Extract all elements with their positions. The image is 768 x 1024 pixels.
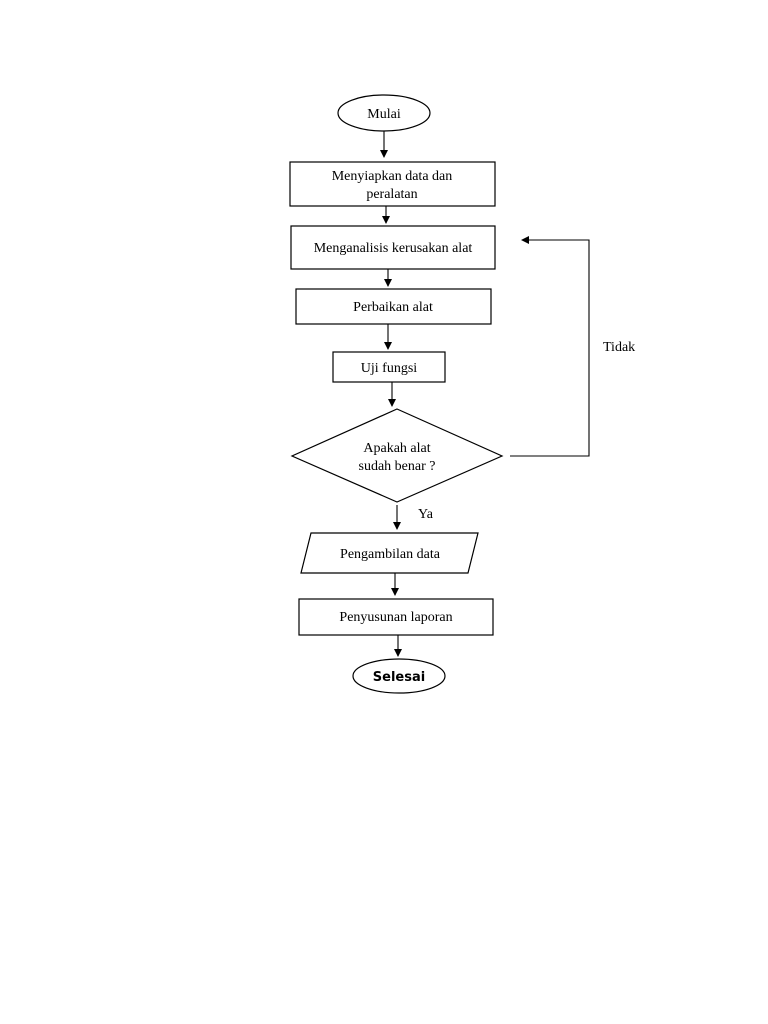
step-analyze-damage: Menganalisis kerusakan alat [290, 225, 496, 270]
yes-label: Ya [418, 507, 434, 522]
end-label: Selesai [373, 670, 425, 685]
step-data-collection-label: Pengambilan data [340, 547, 441, 562]
start-label: Mulai [367, 107, 401, 122]
decision-correct: Apakah alat sudah benar ? [290, 408, 504, 503]
step-repair-label: Perbaikan alat [353, 300, 433, 315]
start-terminal: Mulai [337, 94, 431, 132]
step-prepare-data: Menyiapkan data dan peralatan [289, 161, 496, 207]
step-function-test: Uji fungsi [332, 351, 446, 383]
step-data-collection: Pengambilan data [300, 532, 479, 574]
step-prepare-data-line1: Menyiapkan data dan [332, 169, 453, 184]
decision-line2: sudah benar ? [359, 459, 436, 474]
step-function-test-label: Uji fungsi [361, 361, 418, 376]
no-label: Tidak [603, 340, 635, 355]
decision-line1: Apakah alat [363, 441, 430, 456]
step-repair: Perbaikan alat [295, 288, 492, 325]
step-analyze-damage-label: Menganalisis kerusakan alat [314, 241, 473, 256]
step-report-label: Penyusunan laporan [339, 610, 452, 625]
step-report: Penyusunan laporan [298, 598, 494, 636]
step-prepare-data-line2: peralatan [366, 187, 417, 202]
arrow-no-loop [510, 236, 590, 457]
end-terminal: Selesai [352, 658, 446, 694]
